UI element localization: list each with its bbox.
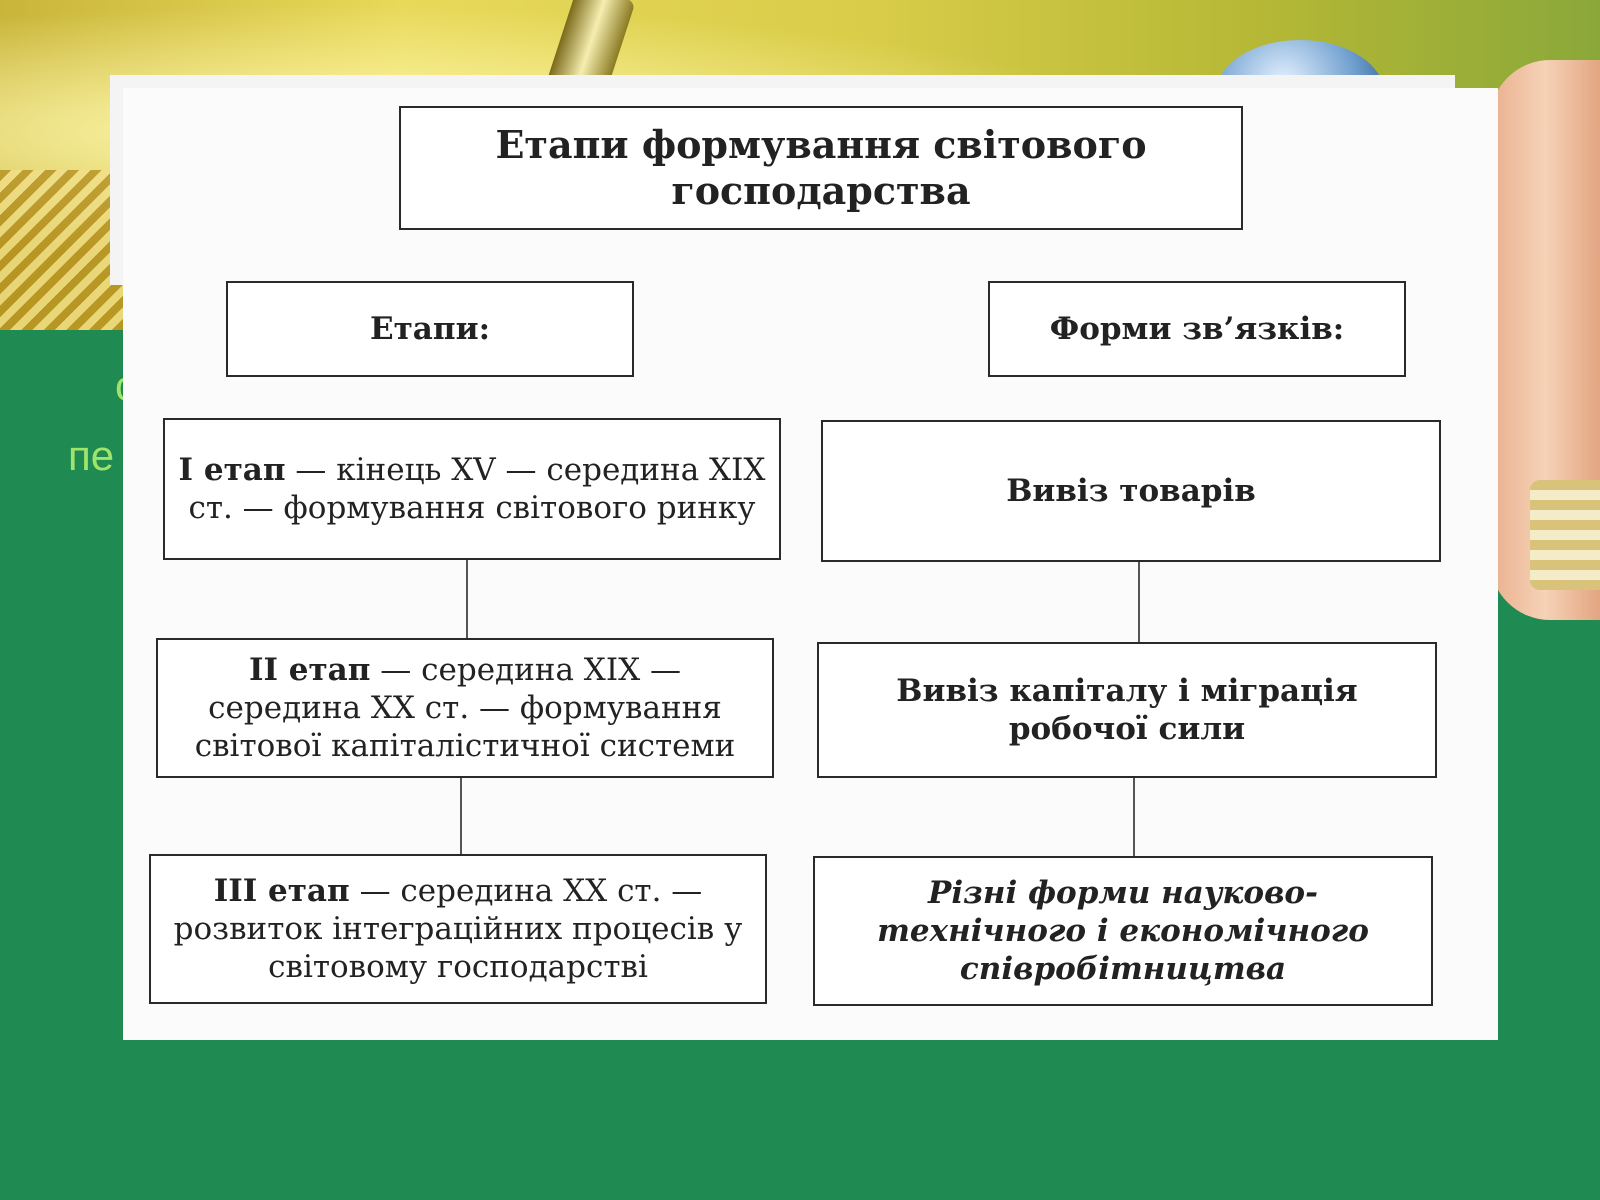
- background-text-left-2: пе: [68, 432, 115, 479]
- link-1-text: Вивіз товарів: [1006, 473, 1256, 509]
- stage-connector-2: [460, 778, 462, 854]
- link-connector-2: [1133, 778, 1135, 856]
- stage-connector-1: [466, 560, 468, 638]
- stage-3-text: — середина XX ст. — розвиток інтеграційн…: [173, 873, 743, 985]
- stage-2-lead: ІІ етап: [248, 652, 371, 688]
- stage-2-box: ІІ етап — середина XIX — середина XX ст.…: [156, 638, 774, 778]
- diagram-panel: Етапи формування світового господарства …: [123, 88, 1498, 1040]
- watch-image: [1530, 480, 1600, 590]
- stage-3-lead: ІІІ етап: [213, 873, 350, 909]
- stages-header-text: Етапи:: [369, 311, 491, 347]
- stage-1-box: І етап — кінець XV — середина XIX ст. — …: [163, 418, 781, 560]
- links-header-text: Форми зв’язків:: [1049, 311, 1345, 347]
- link-1-box: Вивіз товарів: [821, 420, 1441, 562]
- link-3-box: Різні форми науково-технічного і економі…: [813, 856, 1433, 1006]
- diagram-title-text: Етапи формування світового господарства: [495, 122, 1147, 213]
- stage-2-text: — середина XIX — середина XX ст. — форму…: [194, 652, 736, 764]
- gears-image: [0, 170, 130, 330]
- stage-1-lead: І етап: [178, 452, 286, 488]
- hand-image: [1490, 60, 1600, 620]
- stage-1-text: — кінець XV — середина XIX ст. — формува…: [188, 452, 766, 526]
- links-header: Форми зв’язків:: [988, 281, 1406, 377]
- link-2-text: Вивіз капіталу і міграція робочої сили: [896, 673, 1358, 747]
- diagram-title: Етапи формування світового господарства: [399, 106, 1243, 230]
- link-3-text: Різні форми науково-технічного і економі…: [877, 875, 1369, 987]
- link-2-box: Вивіз капіталу і міграція робочої сили: [817, 642, 1437, 778]
- link-connector-1: [1138, 562, 1140, 642]
- stage-3-box: ІІІ етап — середина XX ст. — розвиток ін…: [149, 854, 767, 1004]
- stages-header: Етапи:: [226, 281, 634, 377]
